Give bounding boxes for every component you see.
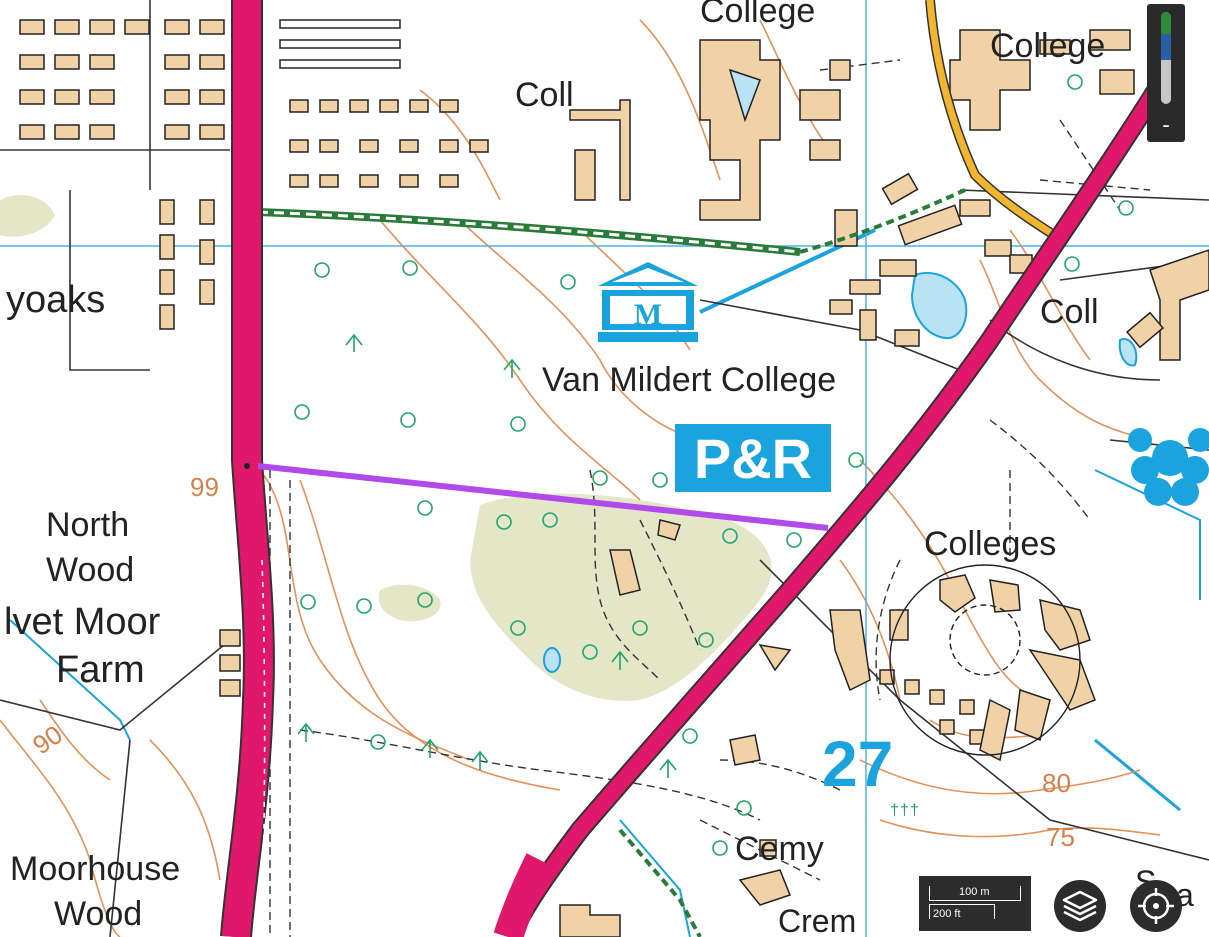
- museum-icon: M: [598, 262, 698, 342]
- scale-imperial-label: 200 ft: [933, 908, 961, 920]
- tree-symbols: [294, 74, 1134, 856]
- museum-symbol-letter: M: [634, 298, 662, 331]
- label-moorhouse: Moorhouse: [10, 850, 180, 888]
- a-roads: [220, 0, 1184, 937]
- label-elvet-moor: lvet Moor: [4, 601, 161, 643]
- zoom-slider-track[interactable]: [1161, 12, 1171, 104]
- label-coll-top: Coll: [515, 76, 574, 114]
- scale-bar: 100 m 200 ft: [919, 876, 1031, 931]
- label-north: North: [46, 506, 129, 544]
- buildings: [19, 19, 1209, 937]
- label-yoaks: yoaks: [6, 279, 105, 321]
- park-and-ride-label: P&R: [694, 427, 812, 490]
- zoom-slider-fill-blue: [1161, 34, 1171, 60]
- svg-text:†: †: [890, 802, 899, 819]
- locate-button[interactable]: [1130, 880, 1182, 932]
- park-and-ride-badge: P&R: [675, 424, 831, 492]
- scale-bar-imperial: [929, 904, 995, 919]
- place-labels: College College Coll Coll yoaks Van Mild…: [4, 0, 1194, 937]
- label-coll-right: Coll: [1040, 293, 1099, 331]
- contour-label-99: 99: [190, 472, 219, 502]
- b-road-fill: [926, 0, 1064, 243]
- scale-bar-metric: [929, 886, 1021, 901]
- label-moorhouse-wood: Wood: [54, 895, 142, 933]
- label-van-mildert-college: Van Mildert College: [542, 361, 836, 399]
- label-wood: Wood: [46, 551, 134, 589]
- woodland-areas: [0, 195, 772, 701]
- label-colleges: Colleges: [924, 525, 1056, 563]
- zoom-control[interactable]: -: [1147, 4, 1185, 142]
- flower-symbol-icon: [1128, 428, 1209, 506]
- route-start-point[interactable]: [244, 463, 250, 469]
- label-college-top: College: [700, 0, 815, 30]
- layers-icon: [1062, 890, 1098, 922]
- label-cemy: Cemy: [735, 830, 824, 868]
- layers-button[interactable]: [1054, 880, 1106, 932]
- cemetery-symbols: †††: [890, 802, 919, 819]
- water-features: [9, 228, 1201, 937]
- ring-road: [949, 604, 1021, 676]
- label-crem: Crem: [778, 903, 856, 937]
- grid-number-label: 27: [822, 728, 893, 800]
- contour-label-80: 80: [1042, 768, 1071, 798]
- svg-text:†: †: [910, 802, 919, 819]
- colleges-outer-road: [889, 564, 1081, 756]
- label-farm: Farm: [56, 649, 145, 691]
- label-college-top-right: College: [990, 27, 1105, 65]
- scale-metric-label: 100 m: [959, 886, 990, 898]
- crosshair-icon: [1138, 888, 1174, 924]
- footpaths: [257, 188, 966, 937]
- route-line[interactable]: [257, 463, 829, 531]
- contour-label-75: 75: [1046, 822, 1075, 852]
- zoom-out-button[interactable]: -: [1162, 112, 1170, 137]
- svg-text:†: †: [900, 802, 909, 819]
- zoom-slider-fill-green: [1161, 12, 1171, 34]
